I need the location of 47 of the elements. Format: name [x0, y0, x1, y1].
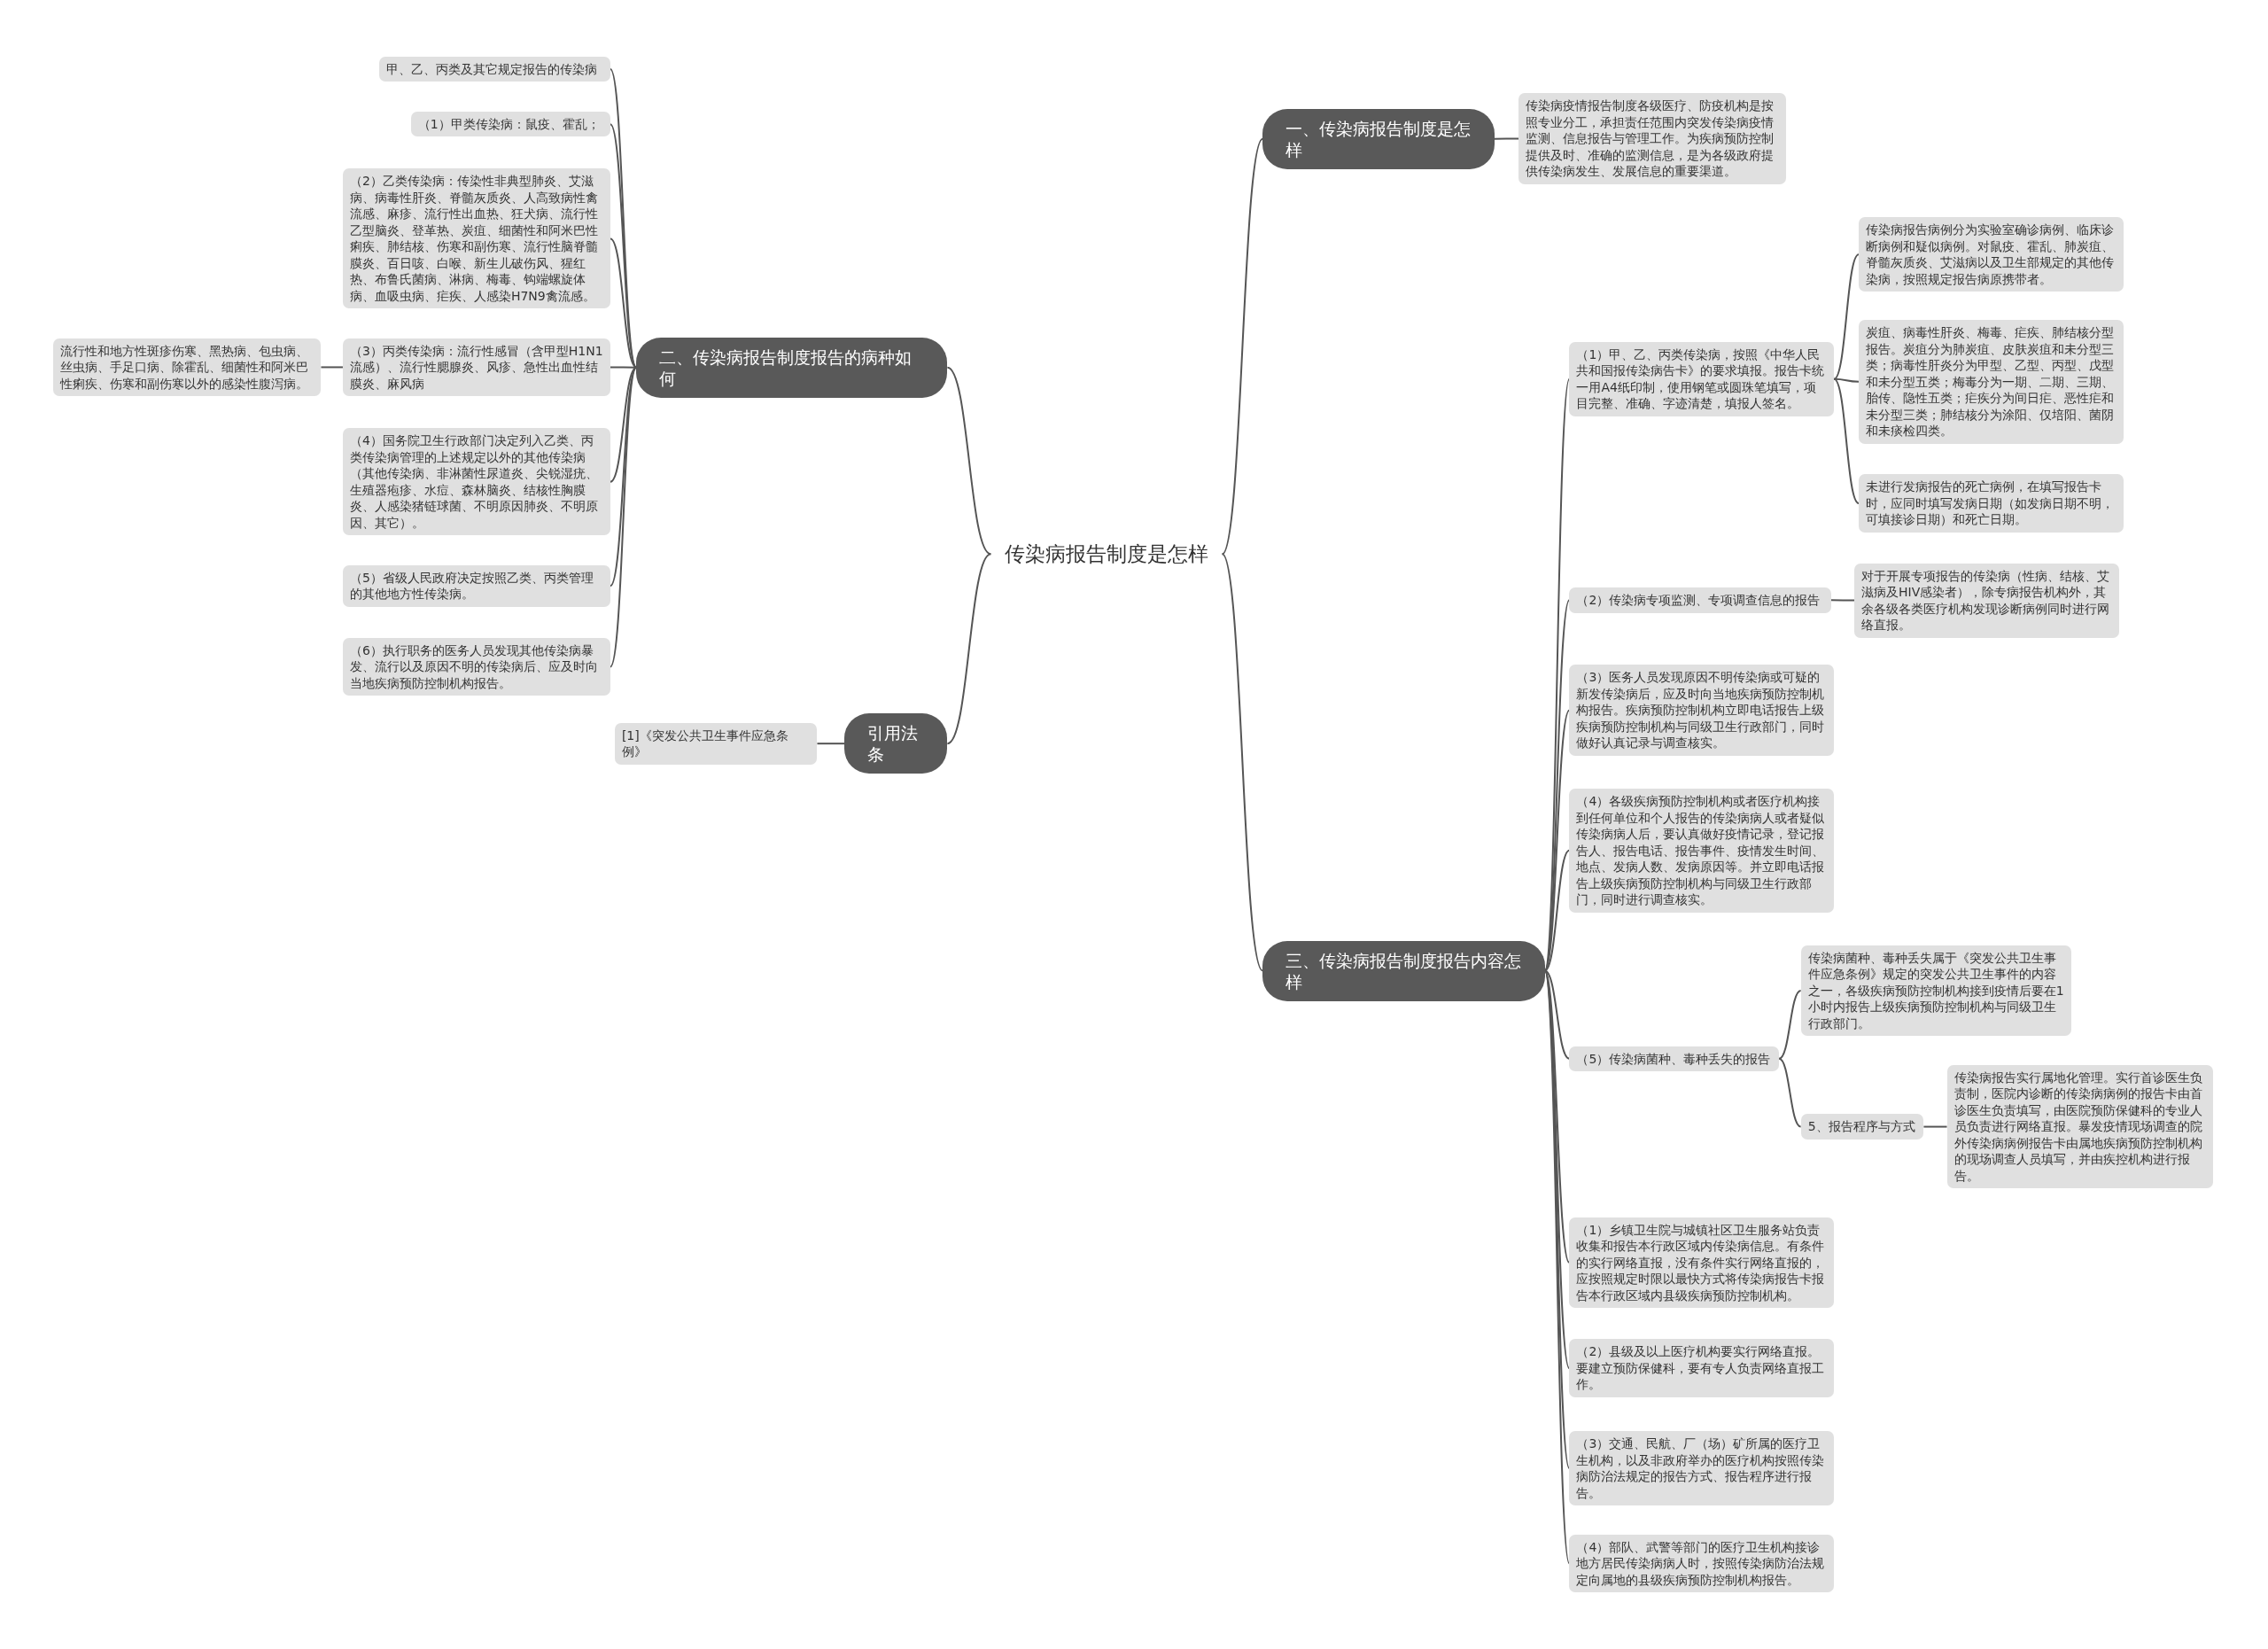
- topic-box: 未进行发病报告的死亡病例，在填写报告卡时，应同时填写发病日期（如发病日期不明，可填接诊日期）和死亡日期。: [1858, 474, 2124, 533]
- topic-box: 传染病报告病例分为实验室确诊病例、临床诊断病例和疑似病例。对鼠疫、霍乱、肺炭疽、脊髓灰质炎、艾滋病以及卫生部规定的其他传染病，按照规定报告病原携带者。: [1858, 217, 2124, 292]
- topic-box: [1]《突发公共卫生事件应急条例》: [614, 722, 818, 765]
- connector-line: [1543, 969, 1571, 1060]
- connector-line: [946, 553, 992, 745]
- topic-box: 5、报告程序与方式: [1800, 1114, 1924, 1140]
- connector-line: [1833, 253, 1860, 380]
- connector-line: [816, 743, 846, 745]
- topic-box: 对于开展专项报告的传染病（性病、结核、艾滋病及HIV感染者），除专病报告机构外，其余各级各类医疗机构发现诊断病例同时进行网络直报。: [1854, 563, 2119, 638]
- connector-line: [1543, 849, 1571, 972]
- central-topic: 传染病报告制度是怎样: [990, 535, 1223, 573]
- topic-box: （1）甲、乙、丙类传染病，按照《中华人民共和国报传染病告卡》的要求填报。报告卡统一用A4纸印制，使用钢笔或圆珠笔填写，项目完整、准确、字迹清楚，填报人签名。: [1569, 341, 1835, 416]
- branch-topic: 三、传染病报告制度报告内容怎样: [1262, 940, 1545, 1001]
- connector-line: [1221, 137, 1264, 556]
- connector-line: [1493, 137, 1520, 140]
- topic-box: （4）部队、武警等部门的医疗卫生机构接诊地方居民传染病病人时，按照传染病防治法规定向属地的县级疾病预防控制机构报告。: [1569, 1534, 1835, 1593]
- topic-box: （5）传染病菌种、毒种丢失的报告: [1569, 1046, 1780, 1072]
- topic-box: （1）甲类传染病：鼠疫、霍乱；: [410, 111, 610, 137]
- topic-box: 流行性和地方性斑疹伤寒、黑热病、包虫病、丝虫病、手足口病、除霍乱、细菌性和阿米巴性痢疾、伤寒和副伤寒以外的感染性腹泻病。: [53, 338, 322, 397]
- connector-line: [1922, 1125, 1948, 1128]
- topic-box: （3）医务人员发现原因不明传染病或可疑的新发传染病后，应及时向当地疾病预防控制机构报告。疾病预防控制机构立即电话报告上级疾病预防控制机构与同级卫生行政部门，同时做好认真记录与调查核实。: [1569, 665, 1835, 756]
- topic-box: （5）省级人民政府决定按照乙类、丙类管理的其他地方性传染病。: [342, 564, 610, 607]
- connector-line: [946, 366, 992, 556]
- topic-box: （3）丙类传染病：流行性感冒（含甲型H1N1流感）、流行性腮腺炎、风疹、急性出血性结膜炎、麻风病: [342, 338, 610, 397]
- topic-box: 甲、乙、丙类及其它规定报告的传染病: [378, 56, 610, 82]
- topic-box: （4）各级疾病预防控制机构或者医疗机构接到任何单位和个人报告的传染病病人或者疑似传染病病人后，要认真做好疫情记录，登记报告人、报告电话、报告事件、疫情发生时间、地点、发病人数、发病原因等。并立即电话报告上级疾病预防控制机构与同级卫生行政部门，同时进行调查核实。: [1569, 789, 1835, 913]
- topic-box: （3）交通、民航、厂（场）矿所属的医疗卫生机构，以及非政府举办的医疗机构按照传染病防治法规定的报告方式、报告程序进行报告。: [1569, 1431, 1835, 1506]
- branch-topic: 引用法条: [844, 713, 948, 774]
- connector-line: [1833, 377, 1860, 383]
- topic-box: （1）乡镇卫生院与城镇社区卫生服务站负责收集和报告本行政区域内传染病信息。有条件的实行网络直报，没有条件实行网络直报的，应按照规定时限以最快方式将传染病报告卡报告本行政区域内县级疾病预防控制机构。: [1569, 1217, 1835, 1309]
- topic-box: 传染病疫情报告制度各级医疗、防疫机构是按照专业分工，承担责任范围内突发传染病疫情监测、信息报告与管理工作。为疾病预防控制提供及时、准确的监测信息，是为各级政府提供传染病发生、发展信息的重要渠道。: [1518, 93, 1787, 184]
- branch-topic: 一、传染病报告制度是怎样: [1262, 108, 1495, 169]
- connector-line: [1221, 553, 1264, 972]
- connector-line: [1829, 599, 1856, 602]
- connector-line: [1778, 990, 1802, 1060]
- topic-box: （2）县级及以上医疗机构要实行网络直报。要建立预防保健科，要有专人负责网络直报工作。: [1569, 1339, 1835, 1397]
- branch-topic: 二、传染病报告制度报告的病种如何: [636, 337, 948, 398]
- topic-box: （2）乙类传染病：传染性非典型肺炎、艾滋病、病毒性肝炎、脊髓灰质炎、人高致病性禽流感、麻疹、流行性出血热、狂犬病、流行性乙型脑炎、登革热、炭疽、细菌性和阿米巴性痢疾、肺结核、伤寒和副伤寒、流行性脑脊髓膜炎、百日咳、白喉、新生儿破伤风、猩红热、布鲁氏菌病、淋病、梅毒、钩端螺旋体病、血吸虫病、疟疾、人感染H7N9禽流感。: [342, 168, 610, 309]
- connector-line: [1778, 1057, 1802, 1128]
- topic-box: 传染病报告实行属地化管理。实行首诊医生负责制，医院内诊断的传染病病例的报告卡由首诊医生负责填写，由医院预防保健科的专业人员负责进行网络直报。暴发疫情现场调查的院外传染病病例报告卡由属地疾病预防控制机构的现场调查人员填写，并由疾控机构进行报告。: [1946, 1064, 2213, 1189]
- topic-box: （2）传染病专项监测、专项调查信息的报告: [1569, 587, 1831, 613]
- connector-line: [1833, 377, 1860, 504]
- topic-box: 传染病菌种、毒种丢失属于《突发公共卫生事件应急条例》规定的突发公共卫生事件的内容之一，各级疾病预防控制机构接到疫情后要在1小时内报告上级疾病预防控制机构与同级卫生行政部门。: [1800, 945, 2071, 1037]
- topic-box: （6）执行职务的医务人员发现其他传染病暴发、流行以及原因不明的传染病后、应及时向当地疾病预防控制机构报告。: [342, 637, 610, 696]
- connector-line: [320, 366, 344, 369]
- topic-box: 炭疽、病毒性肝炎、梅毒、疟疾、肺结核分型报告。炭疽分为肺炭疽、皮肤炭疽和未分型三类；病毒性肝炎分为甲型、乙型、丙型、戊型和未分型五类；梅毒分为一期、二期、三期、胎传、隐性五类；疟疾分为间日疟、恶性疟和未分型三类；肺结核分为涂阳、仅培阳、菌阴和未痰检四类。: [1858, 320, 2124, 444]
- topic-box: （4）国务院卫生行政部门决定列入乙类、丙类传染病管理的上述规定以外的其他传染病（其他传染病、非淋菌性尿道炎、尖锐湿疣、生殖器疱疹、水痘、森林脑炎、结核性胸膜炎、人感染猪链球菌、不明原因肺炎、不明原因、其它）。: [342, 428, 610, 536]
